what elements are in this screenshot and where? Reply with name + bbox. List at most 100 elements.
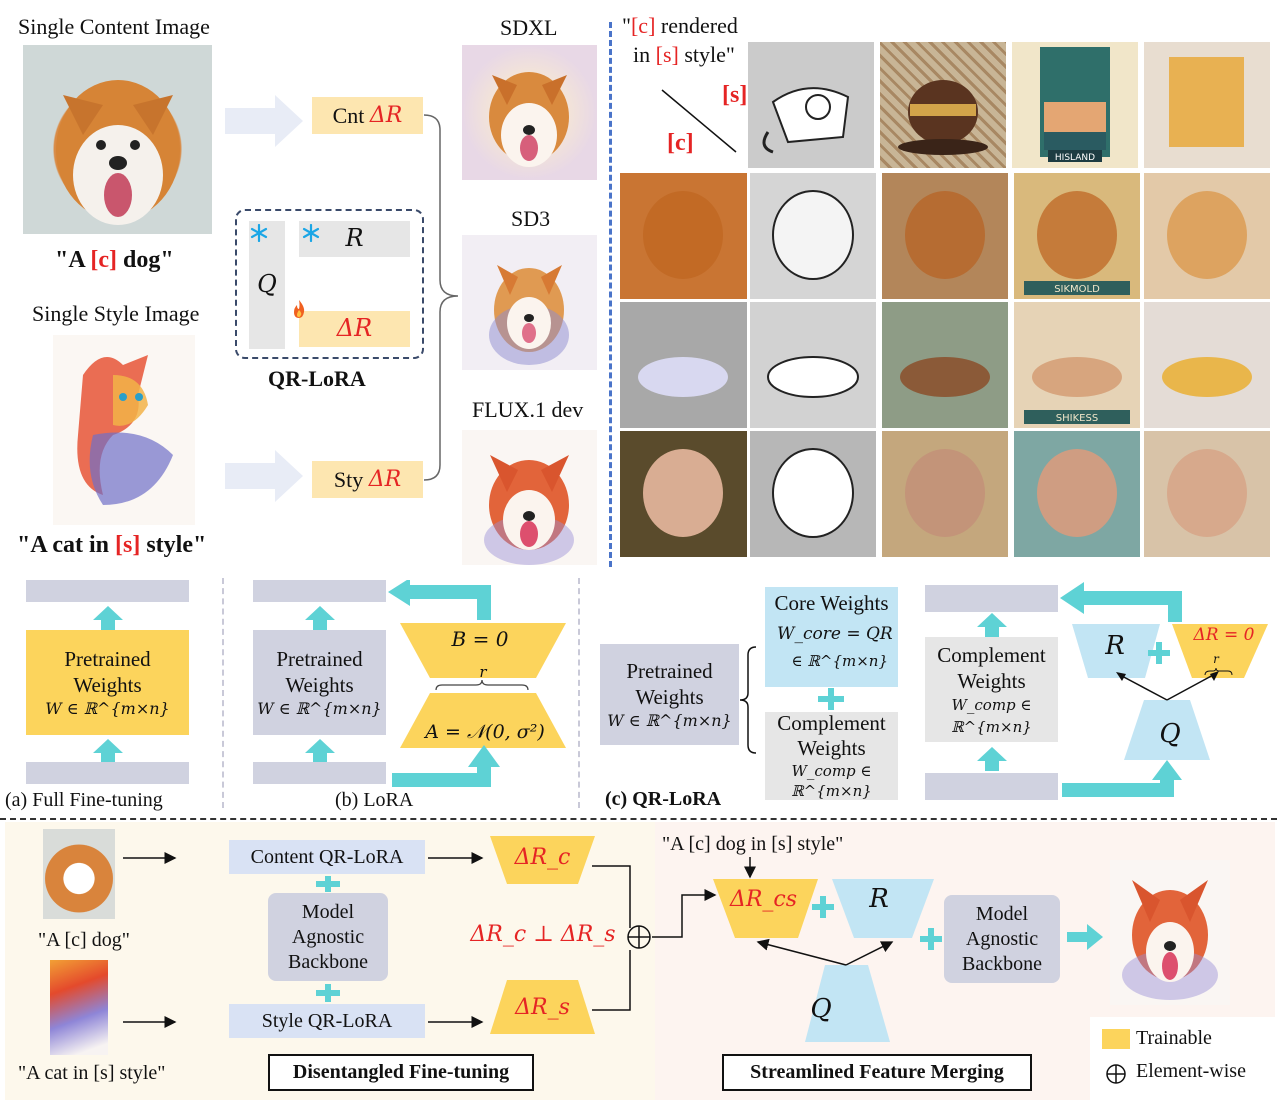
output-layer-a [26, 580, 189, 602]
core-weights-title: Core Weights [774, 591, 889, 615]
grid-content-image [620, 302, 747, 428]
section-divider [609, 22, 612, 567]
input-layer-b [253, 762, 386, 784]
sdxl-output [462, 45, 597, 180]
cnt-delta-r-box: Cnt ΔR [312, 97, 423, 134]
grid-stylized-image [1144, 431, 1270, 557]
content-prompt: "A [c] dog" [55, 247, 174, 273]
snowflake-icon [302, 224, 320, 242]
model-label-flux: FLUX.1 dev [472, 397, 584, 422]
delta-rc-trapezoid [490, 836, 595, 884]
plus-icon [316, 984, 340, 1002]
qr-lora-adapter-graphic [1060, 582, 1268, 797]
grid-stylized-image [1144, 173, 1270, 299]
style-prompt: "A cat in [s] style" [17, 532, 207, 558]
delta-r-zero: ΔR = 0 [1193, 625, 1255, 645]
core-weights-space: ∈ ℝ^{m×n} [791, 652, 888, 670]
delta-rs-label: ΔR_s [515, 995, 570, 1020]
plus-icon [316, 876, 340, 892]
caption-full-finetuning: (a) Full Fine-tuning [5, 789, 163, 811]
b-equals-zero: B = 0 [451, 627, 509, 651]
r-matrix-c: R [1105, 631, 1125, 661]
grid-header-line2: in [s] style" [633, 42, 735, 67]
content-dog-photo [23, 45, 212, 234]
grid-stylized-image [882, 431, 1008, 557]
content-heading: Single Content Image [18, 14, 210, 39]
divider [222, 578, 224, 808]
circled-plus-icon [627, 925, 651, 949]
model-label-sdxl: SDXL [500, 15, 558, 40]
style-qrlora-box: Style QR-LoRA [229, 1004, 425, 1038]
flow-arrows [123, 852, 631, 1028]
delta-rcs-label: ΔR_cs [729, 887, 798, 912]
sty-delta-r-box: Sty ΔR [312, 461, 423, 498]
model-label-sd3: SD3 [511, 206, 551, 231]
r-matrix-merge: R [869, 884, 889, 914]
caption-lora: (b) LoRA [335, 789, 414, 811]
grid-stylized-image: SIKMOLD [1014, 173, 1140, 299]
merge-prompt: "A [c] dog in [s] style" [662, 833, 844, 855]
delta-r-matrix: ΔR [299, 311, 410, 347]
grid-content-image [620, 173, 747, 299]
output-layer-b [253, 580, 386, 602]
grid-content-image [620, 431, 747, 557]
caption-qrlora: (c) QR-LoRA [605, 788, 722, 810]
core-weights-equation: W_core = QR [777, 624, 893, 644]
style-cat-painting [53, 335, 195, 525]
axis-label-content: [c] [667, 130, 694, 156]
grid-stylized-image [750, 173, 876, 299]
divider [578, 578, 580, 808]
circled-plus-icon [1106, 1064, 1126, 1084]
grid-stylized-image [882, 173, 1008, 299]
rank-label-b: r [479, 663, 487, 681]
qrlora-title: QR-LoRA [268, 366, 366, 391]
grid-stylized-image [750, 431, 876, 557]
bottom-content-prompt: "A [c] dog" [38, 929, 130, 951]
input-layer-c [925, 773, 1058, 800]
qrlora-box [235, 209, 424, 359]
snowflake-icon [250, 224, 268, 242]
style-ref-crayon [1144, 42, 1270, 168]
input-layer-a [26, 762, 189, 784]
grid-stylized-image [882, 302, 1008, 428]
merged-output [1110, 860, 1230, 1005]
q-matrix-merge: Q [810, 994, 832, 1024]
style-heading: Single Style Image [32, 301, 200, 326]
q-matrix-c: Q [1159, 719, 1181, 749]
delta-rc-label: ΔR_c [514, 845, 571, 870]
content-thumb [43, 829, 115, 919]
up-arrow-icon [305, 739, 335, 763]
plus-icon [920, 928, 942, 950]
r-matrix: R [299, 221, 410, 257]
bottom-style-prompt: "A cat in [s] style" [18, 1062, 166, 1084]
rank-label-c: r [1213, 652, 1219, 666]
style-thumb [50, 960, 108, 1055]
right-arrow-icon [1067, 924, 1103, 950]
brace-connector [423, 114, 459, 481]
core-weights-box: Core Weights W_core = QR ∈ ℝ^{m×n} [765, 587, 898, 687]
grid-stylized-image [1144, 302, 1270, 428]
style-ref-poster: HISLAND [1012, 42, 1138, 168]
up-arrow-icon [305, 606, 335, 630]
poster-text: SHIKESS [1056, 413, 1098, 424]
style-ref-mosaic [880, 42, 1006, 168]
diagonal-divider [661, 89, 737, 153]
plus-icon [1148, 642, 1170, 664]
style-ref-line-drawing [748, 42, 874, 168]
up-arrow-icon [93, 739, 123, 763]
axis-label-style: [s] [722, 82, 748, 108]
grid-stylized-image [750, 302, 876, 428]
flux-output [462, 430, 597, 565]
grid-header-line1: "[c] rendered [622, 13, 738, 38]
merge-graphic [652, 857, 934, 1042]
legend-elementwise: Element-wise [1136, 1060, 1246, 1082]
trainable-swatch [1102, 1029, 1130, 1049]
poster-text: SIKMOLD [1054, 284, 1100, 295]
